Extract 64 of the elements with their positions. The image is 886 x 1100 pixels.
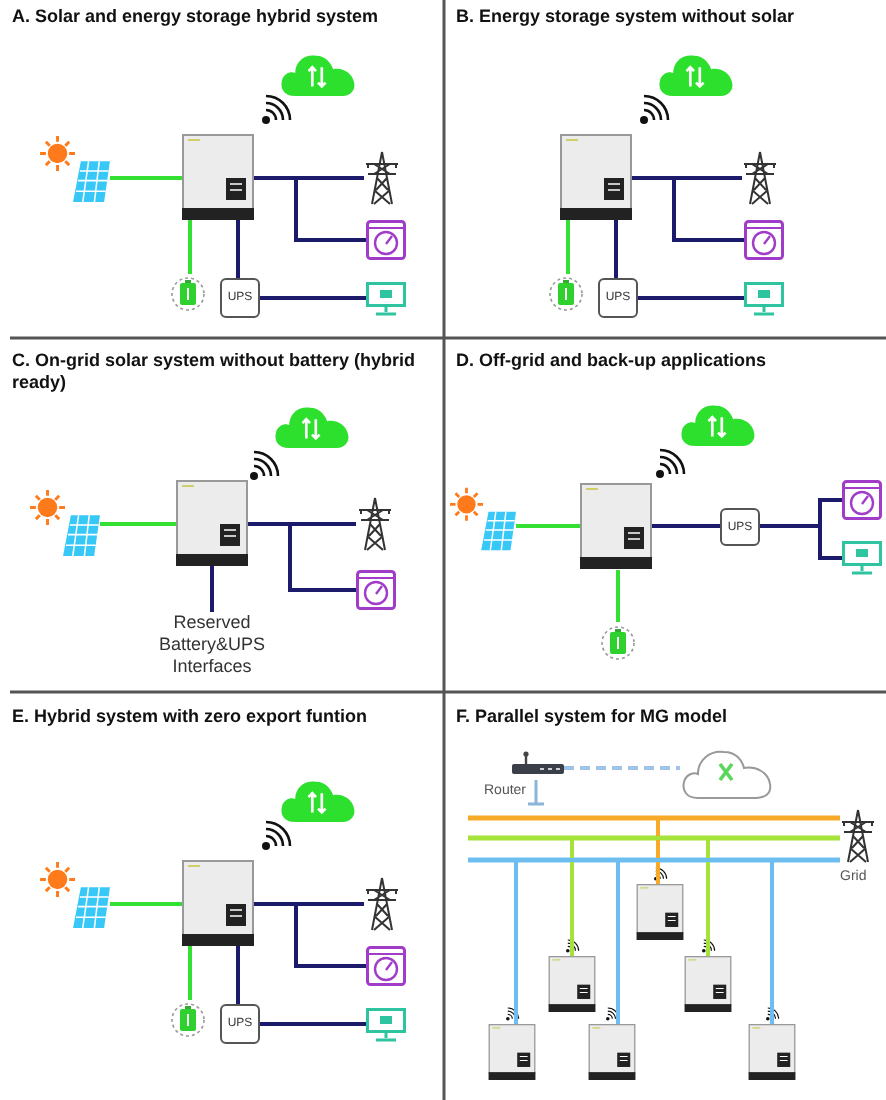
connector-line (248, 522, 356, 592)
solar-panel-icon (40, 136, 110, 202)
connector-line (706, 836, 840, 956)
battery-icon (172, 1000, 204, 1040)
panel-title: E. Hybrid system with zero export funtion (12, 706, 370, 728)
connector-line (100, 522, 176, 526)
connector-line (254, 176, 366, 242)
computer-monitor-icon (366, 1008, 406, 1042)
connector-line (516, 524, 580, 528)
connector-line (632, 176, 744, 242)
connector-line (188, 946, 192, 1000)
connector-line (652, 524, 720, 528)
inverter-icon (684, 956, 732, 1012)
connector-line (760, 524, 842, 560)
transmission-tower-icon (364, 152, 400, 204)
connector-line (616, 570, 620, 622)
battery-icon (550, 274, 582, 314)
energy-meter-icon (366, 220, 406, 260)
connector-line (210, 566, 214, 612)
connector-line (236, 220, 240, 278)
interface-note: Reserved Battery&UPS Interfaces (132, 612, 292, 680)
connector-line (110, 902, 182, 906)
panel-title: F. Parallel system for MG model (456, 706, 730, 728)
connector-line (566, 220, 570, 274)
solar-panel-icon (450, 486, 516, 552)
inverter-icon (548, 956, 596, 1012)
network-link (564, 766, 680, 770)
connector-line (110, 176, 182, 180)
connector-line (614, 220, 618, 278)
battery-icon (172, 274, 204, 314)
panel-title: B. Energy storage system without solar (456, 6, 797, 28)
inverter-icon (182, 860, 254, 946)
inverter-icon (176, 480, 248, 566)
connector-line (188, 220, 192, 274)
transmission-tower-icon (742, 152, 778, 204)
inverter-icon (748, 1024, 796, 1080)
computer-monitor-icon (842, 540, 882, 576)
solar-panel-icon (30, 490, 100, 556)
connector-line (236, 946, 240, 1004)
transmission-tower-icon (364, 878, 400, 930)
connector-line (254, 902, 366, 968)
connector-line (656, 816, 840, 884)
inverter-icon (560, 134, 632, 220)
panel-title: D. Off-grid and back-up applications (456, 350, 769, 372)
energy-meter-icon (366, 946, 406, 986)
connector-line (260, 296, 366, 300)
energy-meter-icon (842, 480, 882, 520)
computer-monitor-icon (366, 282, 406, 316)
battery-icon (602, 622, 634, 664)
inverter-icon (588, 1024, 636, 1080)
energy-meter-icon (744, 220, 784, 260)
panel-title: C. On-grid solar system without battery (hybrid ready) (12, 350, 418, 394)
panel-title: A. Solar and energy storage hybrid system (12, 6, 381, 28)
computer-monitor-icon (744, 282, 784, 316)
inverter-icon (182, 134, 254, 220)
connector-line (260, 1022, 366, 1026)
energy-meter-icon (356, 570, 396, 610)
connector-line (638, 296, 744, 300)
inverter-icon (636, 884, 684, 940)
transmission-tower-icon (356, 498, 394, 550)
solar-panel-icon (40, 862, 110, 928)
connector-line (770, 858, 840, 1024)
inverter-icon (488, 1024, 536, 1080)
inverter-icon (580, 482, 652, 570)
